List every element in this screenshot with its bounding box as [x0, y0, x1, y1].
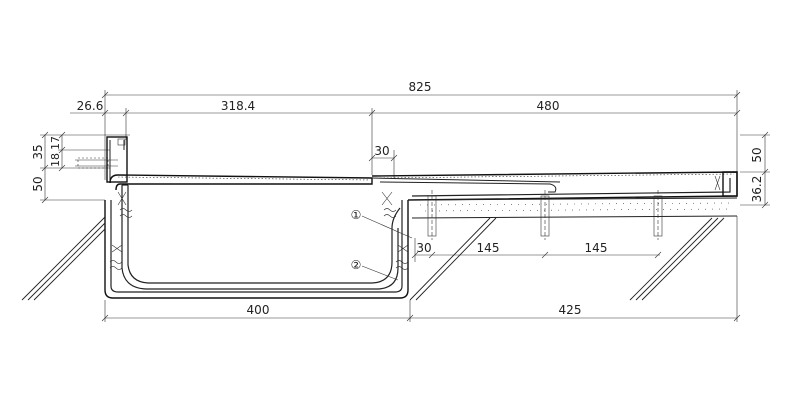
bottom-dimensions [101, 216, 741, 322]
dim-50-right: 50 [750, 147, 764, 162]
dim-slab-width: 425 [559, 303, 582, 317]
slab-bolts [427, 190, 663, 240]
dim-overall: 825 [409, 80, 432, 94]
dim-right-plate: 480 [537, 99, 560, 113]
trench-cover [109, 174, 561, 191]
top-dimensions [70, 90, 741, 180]
left-dimensions [40, 131, 130, 204]
right-plate [371, 171, 738, 201]
bolt-pitch-dims [411, 238, 662, 262]
channel-anchors [109, 191, 409, 270]
dim-bolt-pitch-1: 145 [477, 241, 500, 255]
dim-50-left: 50 [31, 176, 45, 191]
dim-35: 35 [31, 144, 45, 159]
dim-trench-width: 400 [247, 303, 270, 317]
dim-flange: 30 [374, 144, 389, 158]
dim-bolt-pitch-2: 145 [585, 241, 608, 255]
dim-36-2: 36.2 [750, 176, 764, 203]
dim-17: 17 [49, 136, 62, 150]
right-dimensions [740, 131, 770, 209]
callout-2: ② [351, 258, 362, 272]
trench-channel [104, 184, 409, 299]
dim-trench-cover: 318.4 [221, 99, 255, 113]
callout-1: ① [351, 208, 362, 222]
left-edge-angle [75, 136, 128, 183]
dim-18: 18 [49, 153, 62, 167]
concrete-slab [407, 197, 738, 219]
callout-leaders [361, 215, 413, 281]
dim-left-edge: 26.6 [77, 99, 104, 113]
ground-hatch [21, 216, 725, 301]
dim-bolt-edge: 30 [416, 241, 431, 255]
